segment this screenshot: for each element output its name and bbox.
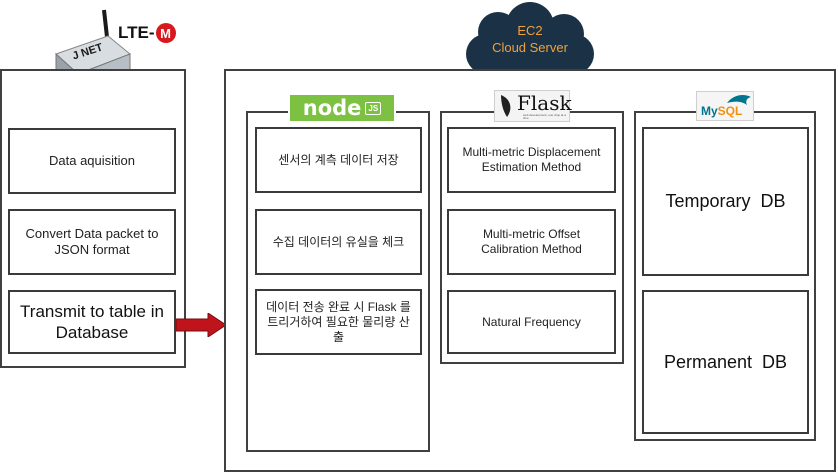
permanent-db-box: Permanent DB xyxy=(642,290,809,434)
flask-logo-text: Flask xyxy=(517,91,572,115)
nodejs-badge: JS xyxy=(365,101,382,115)
nodejs-logo: node JS xyxy=(288,94,396,122)
mysql-logo: MySQL xyxy=(696,91,754,121)
dolphin-icon xyxy=(727,95,751,105)
flask-step-offset-label: Multi-metric Offset Calibration Method xyxy=(481,227,582,256)
node-step-store: 센서의 계측 데이터 저장 xyxy=(255,127,422,193)
transmit-db-box: Transmit to table in Database xyxy=(8,290,176,354)
temporary-db-box: Temporary DB xyxy=(642,127,809,276)
cloud-title: EC2 xyxy=(517,23,543,38)
temporary-db-label: Temporary DB xyxy=(665,191,786,211)
cloud-icon xyxy=(466,2,594,74)
convert-json-box: Convert Data packet to JSON format xyxy=(8,209,176,275)
ec2-cloud: EC2 Cloud Server xyxy=(460,2,600,78)
lte-m-badge: M xyxy=(155,23,176,43)
cloud-subtitle: Cloud Server xyxy=(492,40,568,55)
data-acquisition-box: Data aquisition xyxy=(8,128,176,194)
node-step-store-label: 센서의 계측 데이터 저장 xyxy=(278,152,399,167)
flow-arrow-icon xyxy=(176,313,227,337)
lte-m-prefix: LTE- xyxy=(118,23,155,42)
flask-horn-icon xyxy=(501,95,511,117)
data-acquisition-label: Data aquisition xyxy=(49,153,135,168)
flask-step-frequency-label: Natural Frequency xyxy=(482,314,581,329)
mysql-logo-sql: SQL xyxy=(717,104,743,118)
nodejs-logo-text: node xyxy=(302,96,362,120)
convert-json-label: Convert Data packet to JSON format xyxy=(25,226,159,257)
mysql-logo-my: My xyxy=(701,104,718,118)
flask-logo: Flask web development, one drop at a tim… xyxy=(494,90,572,122)
flask-step-displacement-label: Multi-metric Displacement Estimation Met… xyxy=(462,145,601,174)
lte-m-label: LTE- M xyxy=(118,22,176,44)
permanent-db-label: Permanent DB xyxy=(663,351,788,372)
node-step-trigger: 데이터 전송 완료 시 Flask 를 트리거하여 필요한 물리량 산출 xyxy=(255,289,422,355)
node-step-check: 수집 데이터의 유실을 체크 xyxy=(255,209,422,275)
transmit-db-label: Transmit to table in Database xyxy=(20,302,164,342)
flask-step-offset: Multi-metric Offset Calibration Method xyxy=(447,209,616,275)
flask-step-displacement: Multi-metric Displacement Estimation Met… xyxy=(447,127,616,193)
node-step-check-label: 수집 데이터의 유실을 체크 xyxy=(272,234,405,249)
flask-step-frequency: Natural Frequency xyxy=(447,290,616,354)
flask-logo-tagline: web development, one drop at a time xyxy=(523,113,566,120)
node-step-trigger-label: 데이터 전송 완료 시 Flask 를 트리거하여 필요한 물리량 산출 xyxy=(266,299,411,344)
